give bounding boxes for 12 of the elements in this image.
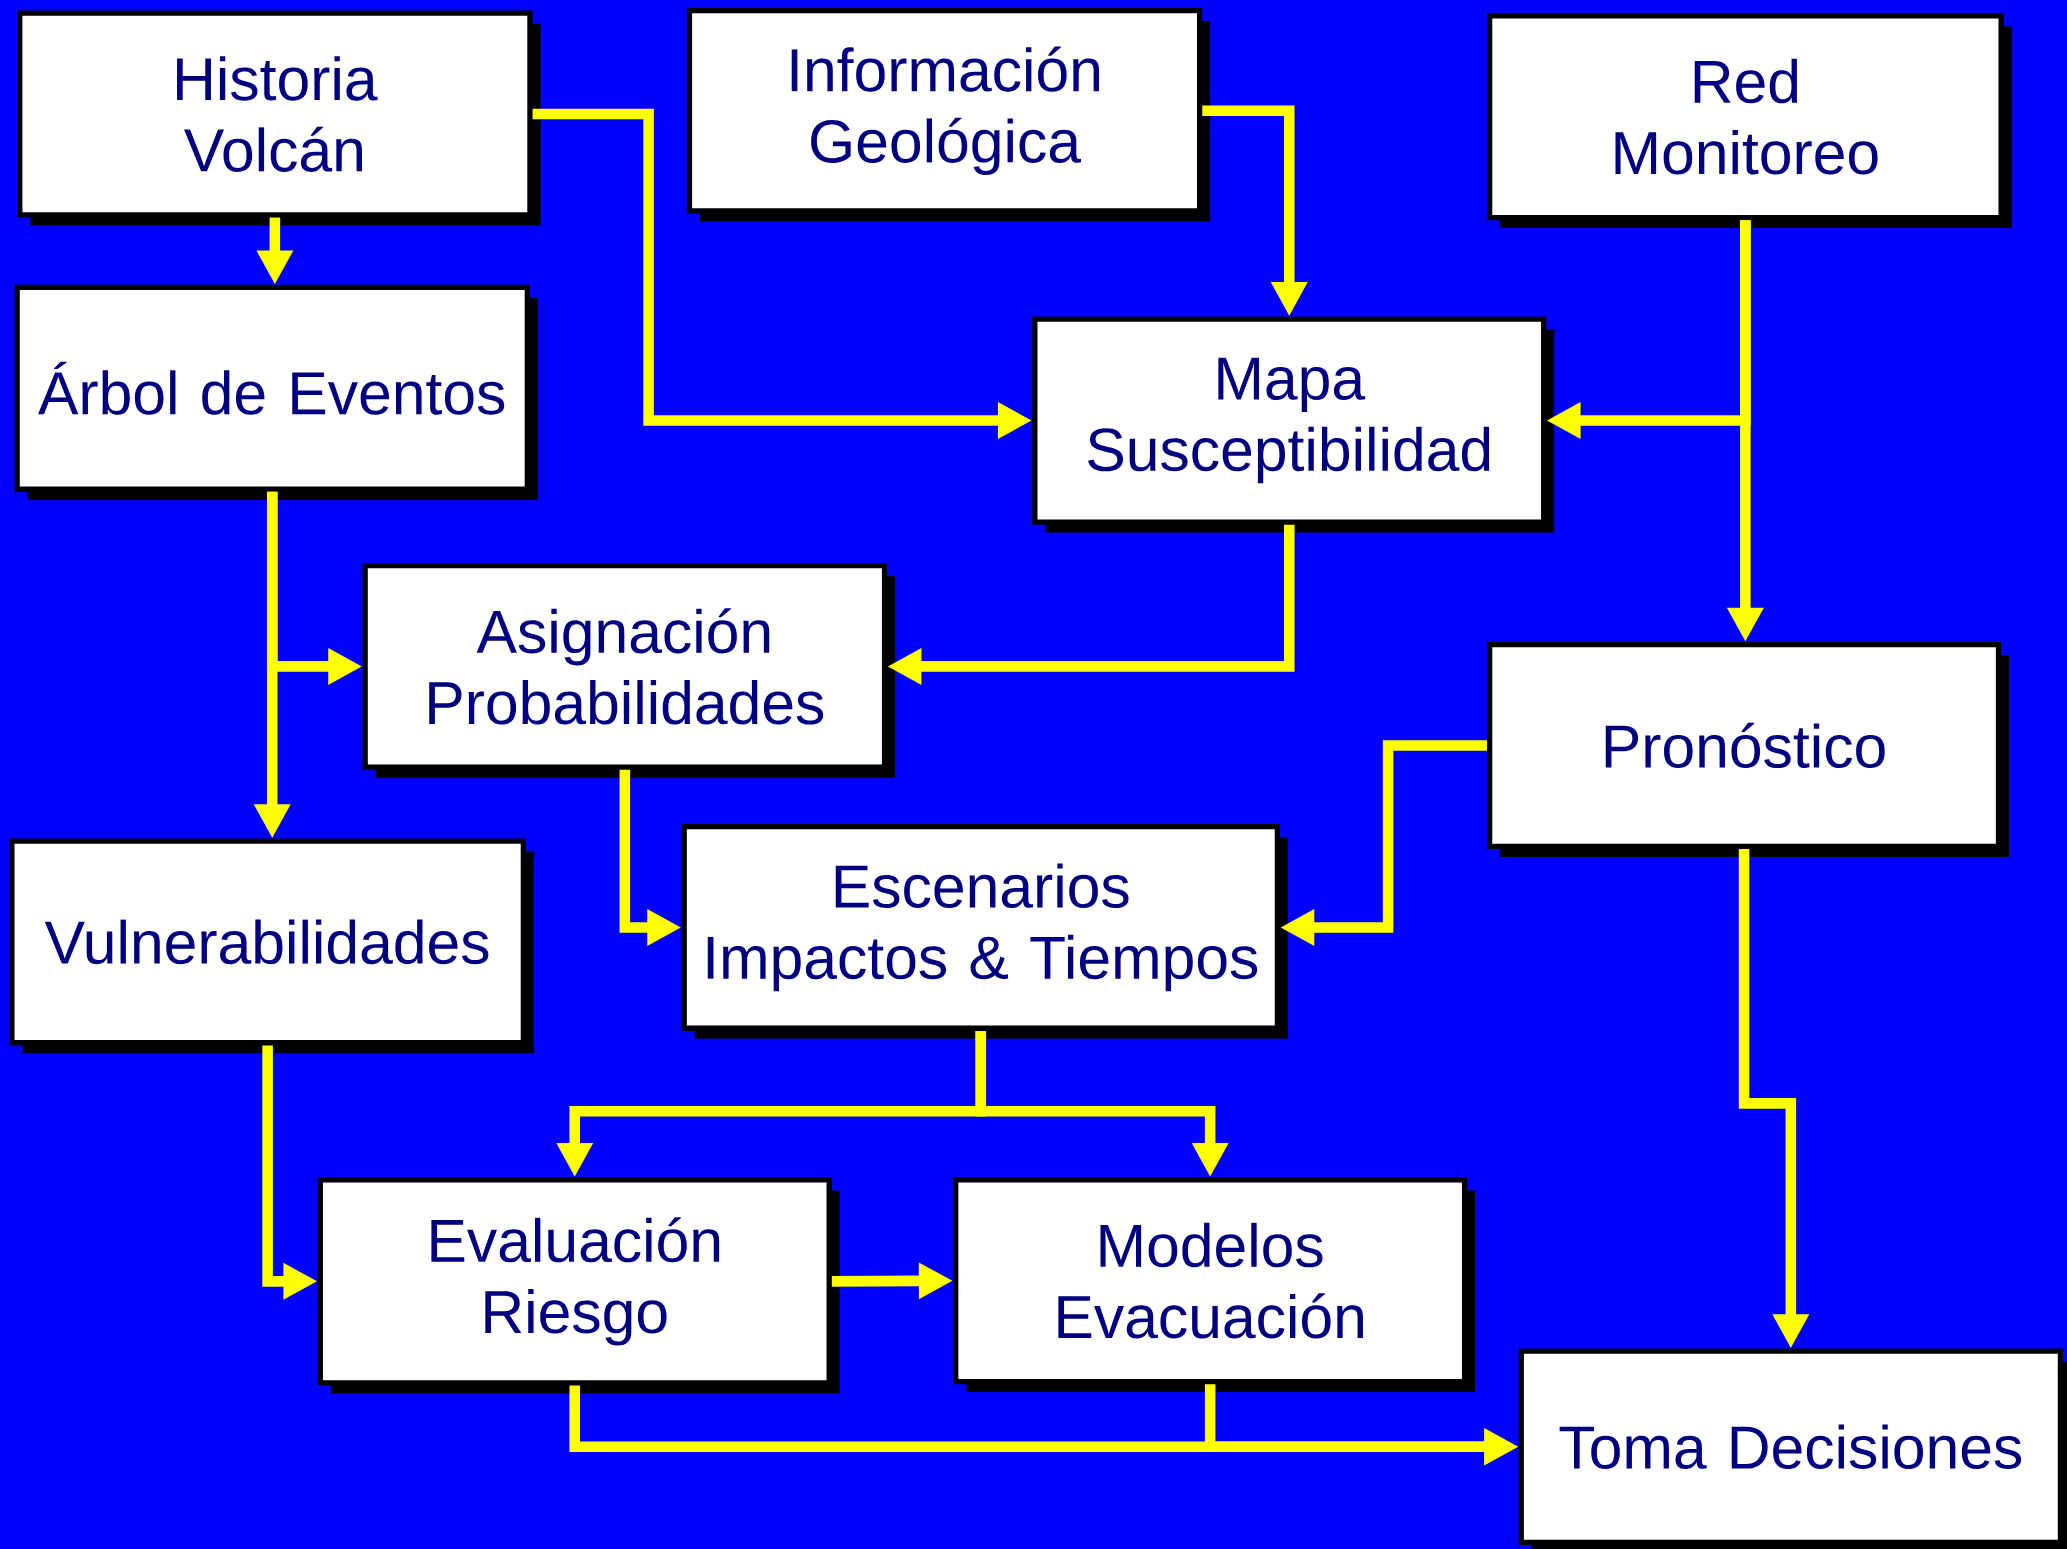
process-box: Modelos Evacuación — [953, 1177, 1476, 1393]
process-box: Asignación Probabilidades — [362, 562, 896, 778]
process-box: Toma Decisiones — [1518, 1348, 2067, 1549]
process-box: Vulnerabilidades — [9, 838, 534, 1054]
process-box: Historia Volcán — [17, 10, 541, 226]
process-box: Información Geológica — [686, 7, 1211, 222]
process-box: Árbol de Eventos — [14, 284, 538, 500]
process-box: Mapa Susceptibilidad — [1032, 316, 1555, 533]
process-box: Evaluación Riesgo — [317, 1177, 840, 1394]
process-box: Pronóstico — [1487, 642, 2009, 857]
process-box: Escenarios Impactos & Tiempos — [681, 823, 1288, 1039]
process-box: Red Monitoreo — [1487, 13, 2012, 229]
